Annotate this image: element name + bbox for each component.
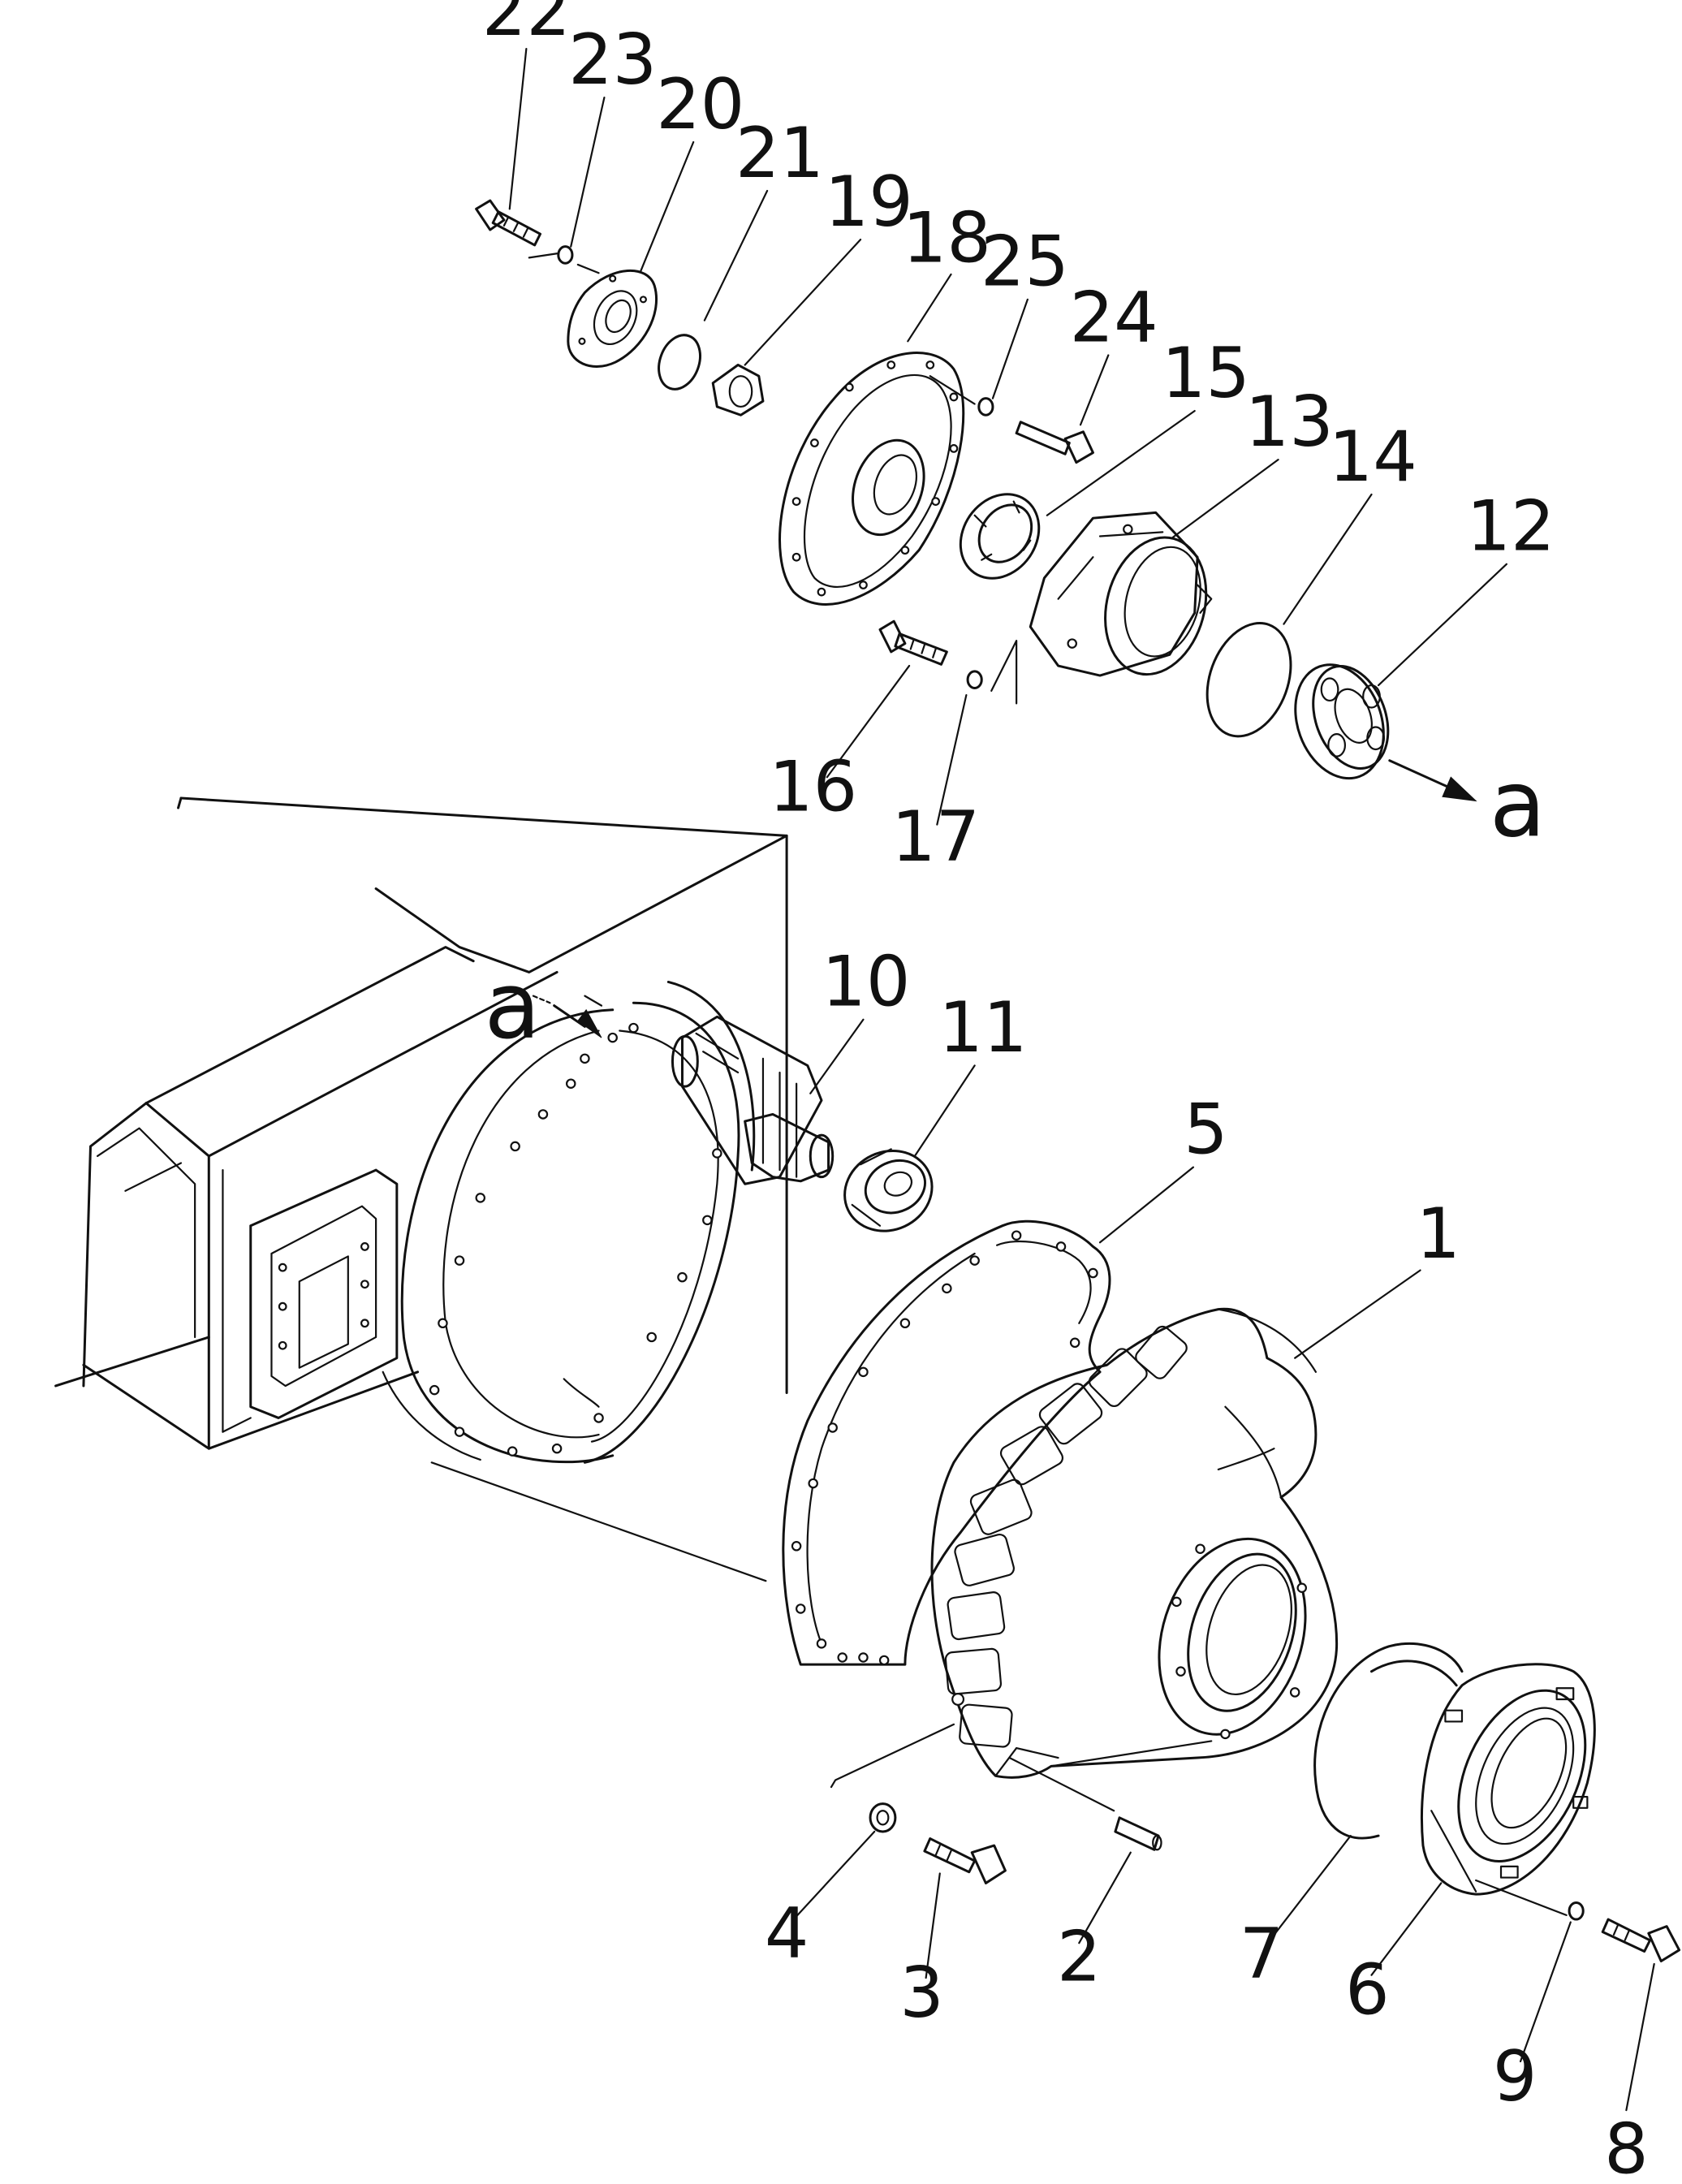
callout-21: 21 (735, 113, 824, 194)
callout-24: 24 (1070, 277, 1158, 358)
callout-17: 17 (891, 796, 980, 878)
view-label-upper: a (1490, 750, 1546, 857)
callout-8: 8 (1604, 2108, 1649, 2184)
callout-labels: 22 23 20 21 19 18 25 24 15 13 14 12 16 1… (482, 0, 1649, 2184)
part-15-bearing (945, 479, 1055, 593)
callout-15: 15 (1162, 333, 1250, 414)
part-14-o-ring (1192, 611, 1306, 748)
part-2-dowel-pin (1115, 1818, 1162, 1849)
callout-9: 9 (1493, 2036, 1538, 2117)
callout-10: 10 (822, 942, 910, 1023)
part-3-bolt (925, 1839, 1005, 1884)
callout-22: 22 (482, 0, 571, 52)
part-19-nut (713, 365, 763, 415)
part-21-o-ring (652, 330, 708, 395)
callout-2: 2 (1057, 1917, 1102, 1998)
callout-16: 16 (769, 746, 857, 827)
part-20-plate (568, 270, 657, 366)
leader-lines (510, 49, 1654, 2110)
callout-4: 4 (765, 1893, 809, 1974)
part-12-bearing (1280, 652, 1401, 791)
part-13-bearing-cage (1030, 512, 1221, 685)
part-24-bolt (1016, 422, 1093, 463)
callout-18: 18 (903, 198, 991, 279)
callout-1: 1 (1417, 1193, 1461, 1275)
part-11-bearing (831, 1137, 945, 1245)
callout-19: 19 (825, 162, 913, 243)
part-25-washer (979, 399, 993, 416)
part-17-washer (968, 641, 1016, 703)
part-5-gasket (783, 1221, 1110, 1664)
callout-23: 23 (568, 19, 657, 101)
part-8-bolt (1602, 1919, 1679, 1961)
part-1-final-drive-case (932, 1309, 1337, 1777)
part-22-bolt (477, 201, 541, 245)
callout-11: 11 (938, 987, 1027, 1068)
part-18-retainer (780, 353, 964, 605)
view-label-lower: a (485, 952, 541, 1060)
part-7-o-ring (1315, 1643, 1462, 1838)
callout-13: 13 (1245, 382, 1334, 463)
part-6-cover (1421, 1664, 1611, 1894)
callout-12: 12 (1466, 486, 1555, 568)
callout-14: 14 (1329, 417, 1417, 498)
part-9-washer (1569, 1902, 1583, 1919)
view-arrow-lower (533, 996, 602, 1038)
callout-5: 5 (1184, 1089, 1228, 1170)
callout-20: 20 (656, 64, 744, 145)
callout-7: 7 (1240, 1914, 1284, 1995)
callout-3: 3 (899, 1953, 944, 2034)
part-4-washer (870, 1804, 895, 1832)
part-23-washer (559, 247, 572, 264)
part-16-bolt (880, 621, 947, 664)
assembly-lines (432, 253, 1567, 1915)
view-arrow-upper (1390, 761, 1476, 801)
callout-25: 25 (981, 222, 1069, 303)
case-ribs (945, 1323, 1189, 1747)
frame-housing (56, 798, 787, 1448)
part-10-pinion-shaft (672, 1016, 832, 1184)
callout-6: 6 (1345, 1950, 1390, 2031)
flange-bolt-holes (430, 1024, 721, 1456)
